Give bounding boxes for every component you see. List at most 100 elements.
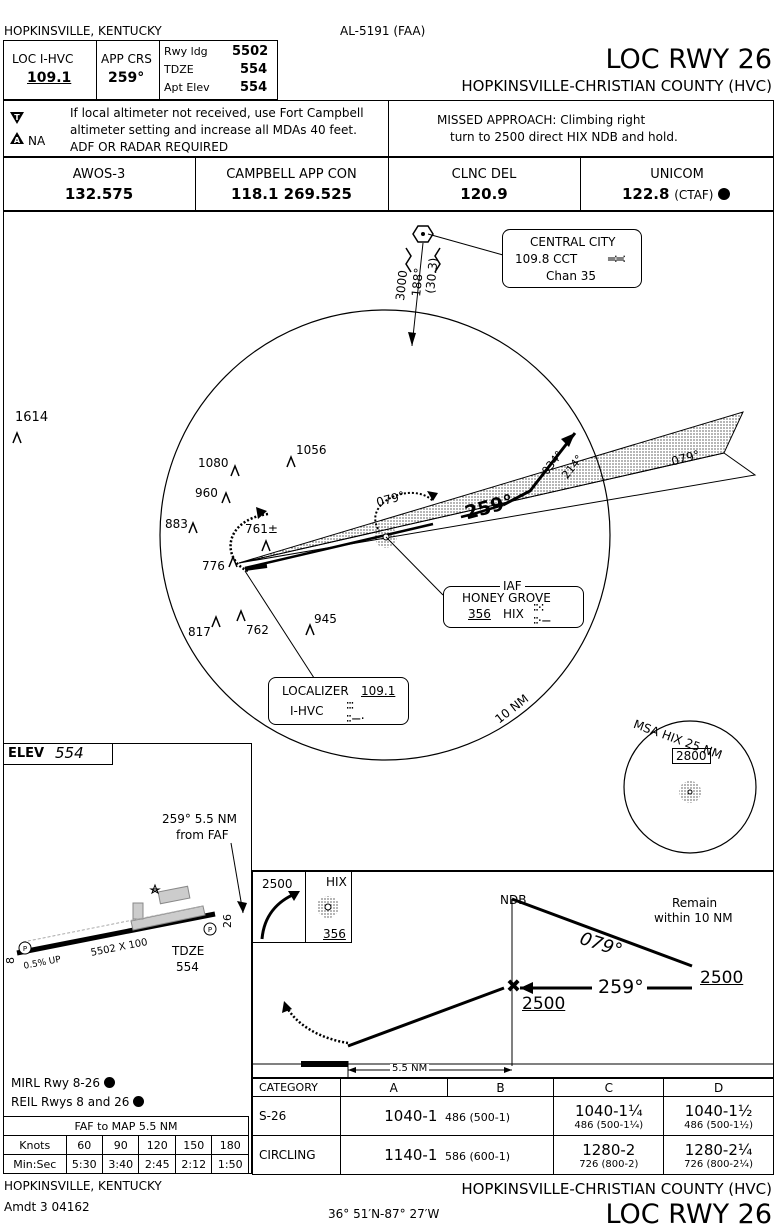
faf-to-map-table: FAF to MAP 5.5 NM Knots 60 90 120 150 18… [3, 1116, 249, 1174]
location-header: HOPKINSVILLE, KENTUCKY [4, 24, 162, 38]
clearance-delivery-frequency: 120.9 [460, 185, 508, 203]
cat-c-header: C [553, 1078, 665, 1097]
rwy-ldg-label: Rwy ldg [164, 45, 208, 58]
faf-note-line-1: 259° 5.5 NM [162, 812, 237, 826]
awos-frequency: 132.575 [64, 185, 134, 203]
obstacle-762: 762 [246, 623, 269, 637]
sketch-tdze-label: TDZE [172, 944, 205, 958]
knots-cell: 90 [101, 1135, 140, 1155]
cat-d-header: D [663, 1078, 774, 1097]
obstacle-761: 761± [245, 522, 278, 536]
localizer-feather [238, 411, 744, 564]
cct-morse: ═∶═∶ [608, 252, 626, 266]
time-cell: 3:40 [101, 1154, 140, 1174]
knots-cell: 150 [174, 1135, 213, 1155]
profile-hold-altitude: 2500 [700, 968, 744, 988]
circling-d-main: 1280-2¼ [684, 1140, 753, 1159]
msa-circle [623, 720, 757, 854]
iaf-frequency: 356 [468, 607, 491, 621]
beacon-icon [149, 883, 161, 895]
approach-control-label: CAMPBELL APP CON [226, 167, 357, 182]
plan-view [3, 211, 774, 871]
circling-ab: 1140-1 586 (600-1) [339, 1135, 555, 1175]
note-line-3: ADF OR RADAR REQUIRED [70, 140, 229, 154]
time-cell: 2:12 [174, 1154, 213, 1174]
procedure-turn [229, 512, 269, 573]
note-line-1: If local altimeter not received, use For… [70, 106, 364, 120]
final-course-line [244, 522, 434, 570]
airport-sketch [3, 743, 252, 1174]
straight-in-c-sub: 486 (500-1¼) [574, 1119, 644, 1131]
awos-label: AWOS-3 [72, 167, 126, 182]
procedure-id: AL-5191 (FAA) [340, 24, 426, 38]
airport-coordinates: 36° 51′N-87° 27′W [328, 1207, 440, 1221]
missed-icon-fix: HIX [326, 875, 347, 889]
unicom-label: UNICOM [650, 167, 704, 182]
cat-b-header: B [446, 1078, 555, 1097]
svg-text:✖: ✖ [506, 976, 521, 997]
iaf-callout [443, 586, 584, 628]
obstacle-1614: 1614 [15, 410, 49, 425]
circling-ab-main: 1140-1 [384, 1146, 438, 1164]
missed-icon-frequency: 356 [323, 927, 346, 941]
iaf-label: IAF [500, 580, 525, 592]
cct-name: CENTRAL CITY [530, 235, 616, 249]
central-city-callout [502, 229, 642, 288]
unicom-frequency: 122.8 [622, 185, 670, 203]
missed-approach-path [502, 432, 577, 507]
circling-label: CIRCLING [252, 1135, 341, 1175]
lighting-note-1: MIRL Rwy 8-26 [11, 1077, 115, 1089]
localizer-frequency: 109.1 [361, 684, 396, 698]
svg-text:P: P [208, 926, 212, 934]
note-line-2: altimeter setting and increase all MDAs … [70, 123, 357, 137]
obstacle-945: 945 [314, 612, 337, 626]
briefing-box [3, 40, 278, 100]
apt-elev-value: 554 [240, 80, 268, 95]
localizer-label: LOCALIZER [282, 684, 349, 698]
airport-sketch-drawing: P P [16, 842, 247, 956]
svg-text:T: T [14, 113, 20, 122]
knots-cell: 60 [65, 1135, 104, 1155]
feeder-distance: (30.3) [423, 256, 441, 295]
missed-approach-line-1: MISSED APPROACH: Climbing right [437, 113, 646, 127]
rwy-26-number: 26 [221, 914, 234, 928]
tdze-label: TDZE [164, 63, 194, 76]
cat-a-header: A [339, 1078, 448, 1097]
tdze-value: 554 [240, 62, 268, 77]
obstacle-1080: 1080 [198, 456, 229, 470]
obstacle-960: 960 [195, 486, 218, 500]
circling-c-main: 1280-2 [582, 1140, 636, 1159]
straight-in-ab-sub: 486 (500-1) [445, 1111, 511, 1124]
obstacle-776: 776 [202, 559, 225, 573]
loc-label: LOC I-HVC [12, 52, 74, 66]
straight-in-ab-main: 1040-1 [384, 1107, 438, 1125]
time-cell: 5:30 [65, 1154, 104, 1174]
runway-plan-symbol [244, 564, 268, 571]
clearance-delivery-label: CLNC DEL [451, 167, 517, 182]
msa-altitude: 2800 [672, 748, 711, 764]
obstacle-817: 817 [188, 625, 211, 639]
app-crs-label: APP CRS [101, 52, 152, 66]
circling-ab-sub: 586 (600-1) [445, 1150, 511, 1163]
feeder-altitude: 3000 [393, 269, 411, 302]
ten-nm-ring [159, 309, 611, 761]
footer-title: LOC RWY 26 [605, 1199, 772, 1230]
localizer-callout [268, 677, 409, 725]
footer-airport: HOPKINSVILLE-CHRISTIAN COUNTY (HVC) [461, 1180, 772, 1198]
faf-table-title: FAF to MAP 5.5 NM [3, 1116, 249, 1136]
missed-icon-altitude: 2500 [262, 877, 293, 891]
cct-frequency: 109.8 CCT [515, 252, 578, 266]
profile-ndb-label: NDB [500, 893, 527, 907]
minsec-label: Min:Sec [3, 1154, 67, 1174]
pcl-icon [718, 188, 731, 200]
approach-control-frequency: 118.1 269.525 [231, 185, 352, 203]
cct-channel: Chan 35 [546, 269, 597, 283]
runway-8-26 [16, 911, 216, 956]
footer-location: HOPKINSVILLE, KENTUCKY [4, 1179, 162, 1193]
profile-inbound-course: 259° [598, 976, 644, 998]
elevation-label: ELEV [8, 746, 45, 761]
missed-approach-line-2: turn to 2500 direct HIX NDB and hold. [450, 130, 678, 144]
